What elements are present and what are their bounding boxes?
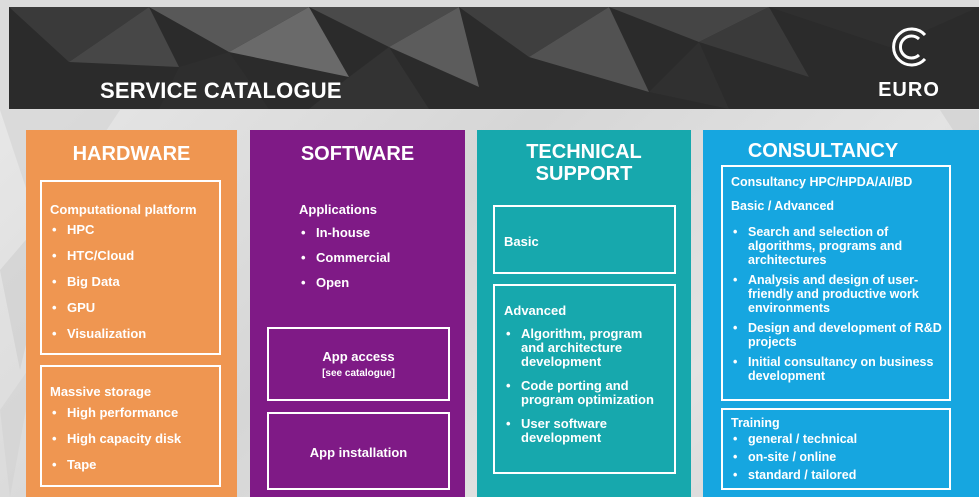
consultancy-level-heading: Basic / Advanced	[731, 199, 835, 213]
euro-logo: EURO	[874, 25, 944, 105]
computational-platform-heading: Computational platform	[50, 202, 197, 217]
consultancy-column: CONSULTANCY Consultancy HPC/HPDA/AI/BD B…	[703, 130, 979, 497]
technical-support-title: TECHNICAL SUPPORT	[477, 141, 691, 185]
software-title: SOFTWARE	[300, 143, 415, 165]
hardware-column: HARDWARE Computational platform HPC HTC/…	[26, 130, 237, 497]
list-item: User software development	[504, 417, 668, 445]
list-item: GPU	[50, 300, 219, 315]
list-item: Algorithm, program and architecture deve…	[504, 327, 668, 369]
list-item: Tape	[50, 457, 219, 472]
massive-storage-box: Massive storage High performance High ca…	[40, 365, 221, 487]
training-box: Training general / technical on-site / o…	[721, 408, 951, 490]
software-column: SOFTWARE Applications In-house Commercia…	[250, 130, 465, 497]
euro-c-icon	[892, 27, 927, 67]
list-item: Visualization	[50, 326, 219, 341]
list-item: HPC	[50, 222, 219, 237]
list-item: In-house	[299, 225, 390, 240]
app-installation-box: App installation	[267, 412, 450, 490]
list-item: Commercial	[299, 250, 390, 265]
list-item: Big Data	[50, 274, 219, 289]
header-banner: SERVICE CATALOGUE EURO	[9, 7, 979, 109]
technical-support-column: TECHNICAL SUPPORT Basic Advanced Algorit…	[477, 130, 691, 497]
app-access-sublabel: [see catalogue]	[322, 368, 395, 379]
list-item: general / technical	[731, 432, 943, 447]
list-item: Analysis and design of user-friendly and…	[731, 273, 943, 315]
list-item: Open	[299, 275, 390, 290]
app-access-label: App access	[322, 349, 395, 364]
list-item: Initial consultancy on business developm…	[731, 355, 943, 383]
app-installation-label: App installation	[309, 445, 408, 460]
list-item: Code porting and program optimization	[504, 379, 668, 407]
consultancy-services-box: Consultancy HPC/HPDA/AI/BD Basic / Advan…	[721, 165, 951, 401]
basic-support-label: Basic	[504, 234, 539, 249]
advanced-support-heading: Advanced	[504, 303, 567, 318]
basic-support-box: Basic	[493, 205, 676, 274]
list-item: Search and selection of algorithms, prog…	[731, 225, 943, 267]
app-access-box: App access [see catalogue]	[267, 327, 450, 401]
hardware-title: HARDWARE	[72, 143, 191, 165]
computational-platform-box: Computational platform HPC HTC/Cloud Big…	[40, 180, 221, 355]
consultancy-services-heading: Consultancy HPC/HPDA/AI/BD	[731, 175, 913, 189]
technical-support-title-line2: SUPPORT	[535, 163, 633, 185]
advanced-support-box: Advanced Algorithm, program and architec…	[493, 284, 676, 474]
list-item: HTC/Cloud	[50, 248, 219, 263]
list-item: on-site / online	[731, 450, 943, 465]
list-item: standard / tailored	[731, 468, 943, 483]
applications-section: Applications In-house Commercial Open	[299, 202, 390, 296]
logo-text: EURO	[878, 79, 940, 101]
page-title: SERVICE CATALOGUE	[100, 78, 342, 103]
list-item: High performance	[50, 405, 219, 420]
training-heading: Training	[731, 416, 780, 430]
list-item: Design and development of R&D projects	[731, 321, 943, 349]
massive-storage-heading: Massive storage	[50, 384, 152, 399]
list-item: High capacity disk	[50, 431, 219, 446]
consultancy-title: CONSULTANCY	[747, 140, 899, 162]
applications-heading: Applications	[299, 202, 378, 217]
technical-support-title-line1: TECHNICAL	[526, 141, 642, 163]
